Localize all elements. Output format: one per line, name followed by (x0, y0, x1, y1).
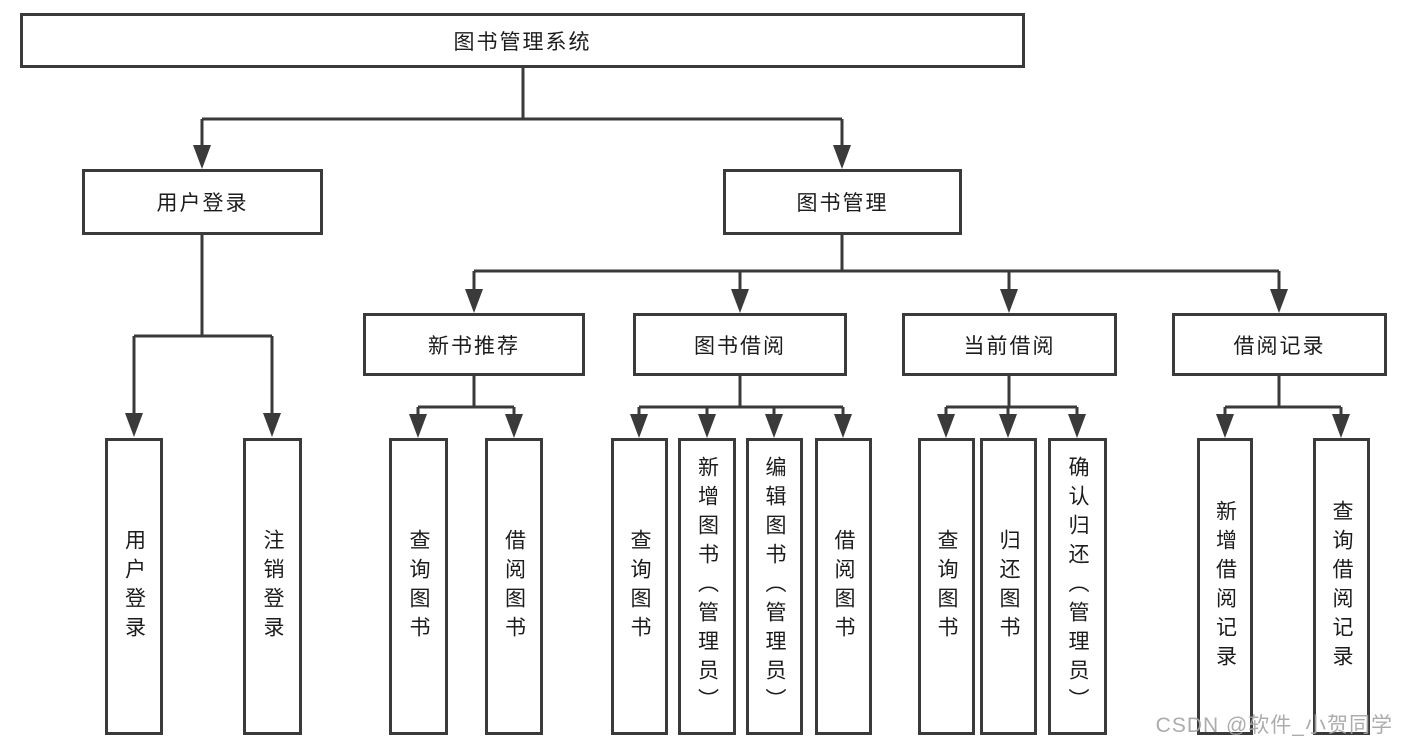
node-book-management-label: 图书管理 (796, 192, 889, 215)
leaf-logout-label: 注销登录 (261, 528, 284, 645)
leaf-return-book: 归还图书 (980, 438, 1037, 735)
node-borrow-records-label: 借阅记录 (1233, 334, 1326, 358)
leaf-user-login: 用户登录 (105, 438, 163, 735)
leaf-borrow-books-label: 借阅图书 (832, 528, 855, 645)
leaf-query-books-borrow-label: 查询图书 (628, 528, 651, 645)
leaf-borrow-books: 借阅图书 (815, 438, 872, 735)
leaf-add-book-admin-label: 新增图书（管理员） (695, 456, 719, 717)
node-user-login: 用户登录 (82, 169, 323, 235)
leaf-query-books-borrow: 查询图书 (611, 438, 668, 735)
leaf-add-book-admin: 新增图书（管理员） (678, 438, 736, 735)
node-new-book-recommend-label: 新书推荐 (428, 334, 520, 358)
node-user-login-label: 用户登录 (156, 192, 249, 215)
leaf-query-borrow-record-label: 查询借阅记录 (1330, 499, 1353, 674)
leaf-query-books-recommend: 查询图书 (389, 438, 448, 735)
leaf-query-borrow-record: 查询借阅记录 (1313, 438, 1370, 735)
node-book-borrow: 图书借阅 (633, 313, 847, 376)
node-new-book-recommend: 新书推荐 (363, 313, 585, 376)
node-system-root: 图书管理系统 (20, 13, 1025, 68)
node-current-borrow-label: 当前借阅 (963, 334, 1056, 358)
node-current-borrow: 当前借阅 (902, 313, 1117, 376)
leaf-query-books-recommend-label: 查询图书 (407, 528, 430, 645)
arrowheads (125, 145, 1350, 438)
leaf-edit-book-admin-label: 编辑图书（管理员） (763, 456, 786, 717)
leaf-confirm-return-admin-label: 确认归还（管理员） (1066, 456, 1089, 717)
leaf-return-book-label: 归还图书 (997, 528, 1020, 645)
leaf-logout: 注销登录 (243, 438, 302, 735)
csdn-watermark: CSDN @软件_小贺同学 (1155, 714, 1393, 737)
node-book-borrow-label: 图书借阅 (694, 334, 786, 358)
leaf-borrow-books-recommend-label: 借阅图书 (502, 528, 526, 645)
leaf-add-borrow-record: 新增借阅记录 (1197, 438, 1253, 735)
leaf-edit-book-admin: 编辑图书（管理员） (746, 438, 803, 735)
node-borrow-records: 借阅记录 (1172, 313, 1387, 376)
leaf-user-login-label: 用户登录 (122, 528, 146, 645)
leaf-query-books-current: 查询图书 (918, 438, 975, 735)
node-book-management: 图书管理 (723, 169, 962, 235)
leaf-confirm-return-admin: 确认归还（管理员） (1048, 438, 1107, 735)
node-system-root-label: 图书管理系统 (453, 30, 592, 54)
leaf-add-borrow-record-label: 新增借阅记录 (1213, 499, 1237, 674)
leaf-query-books-current-label: 查询图书 (935, 528, 958, 645)
leaf-borrow-books-recommend: 借阅图书 (485, 438, 543, 735)
